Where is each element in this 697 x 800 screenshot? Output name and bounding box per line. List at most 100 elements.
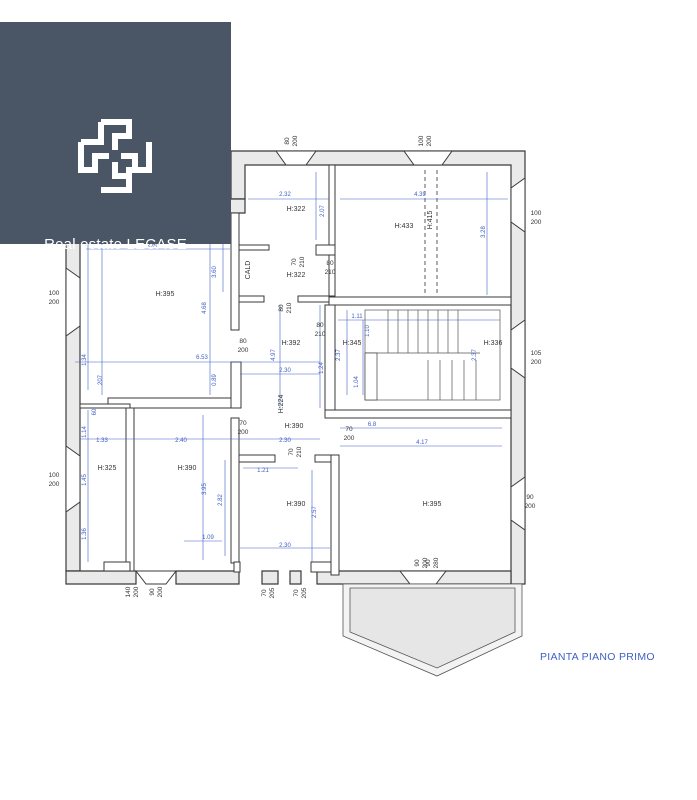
opening-width: 90 xyxy=(414,559,421,567)
opening-width: 90 xyxy=(149,588,156,596)
opening-width: 100 xyxy=(418,135,425,146)
opening-width: 80 xyxy=(239,338,247,345)
dimension-value: 6.53 xyxy=(196,355,208,361)
opening-height: 200 xyxy=(49,481,60,488)
opening-width: 100 xyxy=(531,210,542,217)
room-height-label: H:325 xyxy=(98,465,117,472)
plan-caption: PIANTA PIANO PRIMO xyxy=(540,651,655,663)
dimension-value: 4.68 xyxy=(202,302,208,314)
balcony xyxy=(342,583,523,677)
room-height-label: H:395 xyxy=(156,291,175,298)
opening-height: 200 xyxy=(426,135,433,146)
dimension-value: 4.39 xyxy=(414,192,426,198)
opening-width: 70 xyxy=(293,589,300,597)
opening-height: 200 xyxy=(133,586,140,597)
room-height-label: H:390 xyxy=(285,423,304,430)
dimension-value: 2.60 xyxy=(147,243,159,249)
opening-width: 105 xyxy=(531,350,542,357)
room-height-label: H:390 xyxy=(178,465,197,472)
room-height-label: H:415 xyxy=(427,211,434,230)
room-height-label: H:390 xyxy=(287,501,306,508)
dimension-value: 1.09 xyxy=(202,535,214,541)
opening-width: 80 xyxy=(284,137,291,145)
opening-height: 205 xyxy=(301,587,308,598)
dimension-value: 2.57 xyxy=(312,506,318,518)
room-height-label: H:336 xyxy=(484,340,503,347)
dimension-value: 2.30 xyxy=(279,543,291,549)
opening-height: 200 xyxy=(238,347,249,354)
dimension-value: 3.60 xyxy=(212,266,218,278)
dimension-value: 2.37 xyxy=(472,349,478,361)
dimension-value: 0.89 xyxy=(212,374,218,386)
dimension-value: 2.07 xyxy=(320,205,326,217)
dimension-value: 1.10 xyxy=(365,325,371,337)
dimension-value: 2.82 xyxy=(218,494,224,506)
dimension-value: 2.32 xyxy=(279,192,291,198)
opening-width: 90 xyxy=(526,494,534,501)
room-height-label: H:322 xyxy=(287,206,306,213)
opening-height: 200 xyxy=(238,429,249,436)
opening-height: 200 xyxy=(49,299,60,306)
dimension-value: 1.24 xyxy=(319,362,325,374)
dimension-value: 2.30 xyxy=(279,368,291,374)
opening-height: 200 xyxy=(157,586,164,597)
dimension-value: 1.45 xyxy=(82,474,88,486)
dimension-value: 1.36 xyxy=(82,528,88,540)
dimension-value: 1.21 xyxy=(257,468,269,474)
staircase xyxy=(364,309,501,401)
dimension-value: 4.97 xyxy=(271,349,277,361)
room-height-label: H:392 xyxy=(282,340,301,347)
dimension-value: 2.40 xyxy=(175,438,187,444)
opening-width: 100 xyxy=(49,290,60,297)
opening-height: 210 xyxy=(299,256,306,267)
opening-width: 100 xyxy=(49,472,60,479)
dimension-value: 2.30 xyxy=(279,438,291,444)
opening-height: 210 xyxy=(296,446,303,457)
opening-width: 140 xyxy=(125,586,132,597)
dimension-lines xyxy=(75,172,508,562)
opening-height: 200 xyxy=(531,359,542,366)
dimension-value: 1.04 xyxy=(354,376,360,388)
dimension-value: 2.37 xyxy=(336,349,342,361)
opening-width: 70 xyxy=(261,589,268,597)
dimension-value: 1.34 xyxy=(82,354,88,366)
room-height-label: H:395 xyxy=(423,501,442,508)
dimension-value: 60 xyxy=(92,408,98,415)
opening-height: 210 xyxy=(286,302,293,313)
dimension-value: 1.33 xyxy=(96,438,108,444)
brand-panel: Real estate LECASE xyxy=(0,22,231,253)
dimension-value: 3.95 xyxy=(202,483,208,495)
brand-name: Real estate LECASE xyxy=(44,236,187,253)
exterior-walls xyxy=(65,150,526,585)
tank-outline xyxy=(424,170,438,296)
interior-walls xyxy=(79,164,512,576)
opening-width: 70 xyxy=(239,420,247,427)
opening-height: 280 xyxy=(433,557,440,568)
room-height-label: H:322 xyxy=(287,272,306,279)
opening-height: 200 xyxy=(531,219,542,226)
room-height-label: H:345 xyxy=(343,340,362,347)
lecase-logo-icon xyxy=(78,119,152,193)
room-height-label: H:433 xyxy=(395,223,414,230)
opening-height: 200 xyxy=(525,503,536,510)
opening-width: 70 xyxy=(345,426,353,433)
window-niches xyxy=(65,150,526,585)
room-name-label: CALD xyxy=(245,261,252,280)
dimension-value: 4.17 xyxy=(416,440,428,446)
opening-height: 205 xyxy=(269,587,276,598)
opening-width: 70 xyxy=(291,258,298,266)
dimension-value: 1.11 xyxy=(351,314,363,320)
dimension-value: 3.28 xyxy=(481,226,487,238)
opening-height: 210 xyxy=(325,269,336,276)
opening-height: 200 xyxy=(292,135,299,146)
opening-width: 80 xyxy=(326,260,334,267)
opening-height: 210 xyxy=(315,331,326,338)
opening-height: 200 xyxy=(344,435,355,442)
dimension-value: 207 xyxy=(98,374,104,385)
dimension-value: 6.8 xyxy=(368,422,377,428)
opening-width: 80 xyxy=(278,304,285,312)
room-height-label: H:224 xyxy=(278,395,285,414)
dimension-value: 1.14 xyxy=(82,426,88,438)
opening-width: 70 xyxy=(288,448,295,456)
